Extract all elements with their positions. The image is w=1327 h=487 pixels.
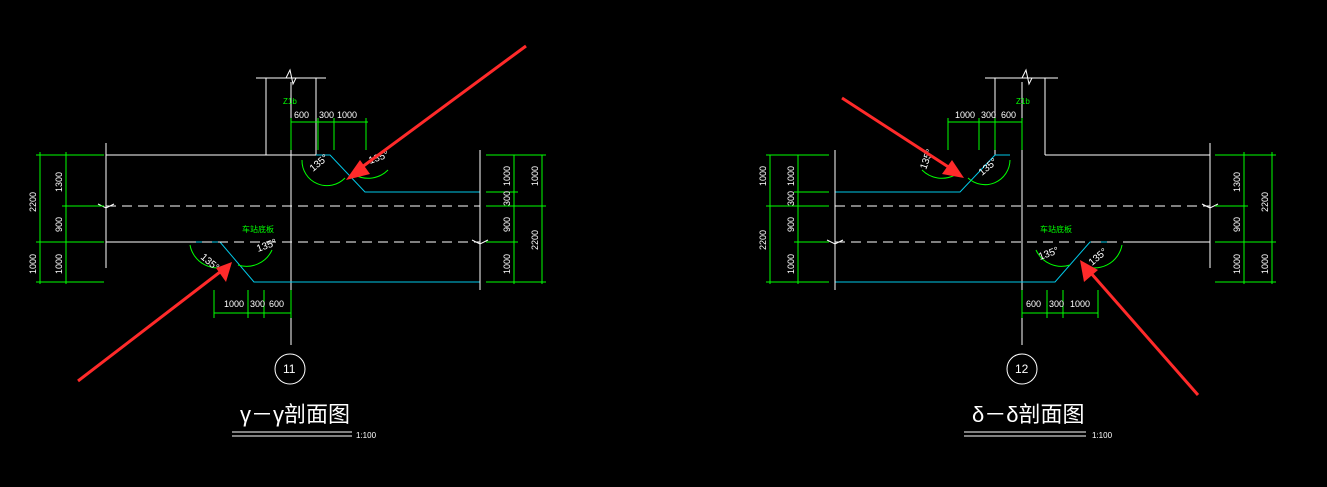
- left-left-dimensions: 2200 1000 1300 900 1000: [28, 152, 104, 284]
- right-slab: 车站底板: [826, 143, 1219, 290]
- right-ldim-inner-3: 900: [786, 217, 796, 232]
- left-top-dim-1: 600: [294, 110, 309, 120]
- right-bottom-dim-1: 600: [1026, 299, 1041, 309]
- right-center-note: 车站底板: [1040, 224, 1072, 234]
- right-bottom-dim-3: 1000: [1070, 299, 1090, 309]
- left-angle-2: 135°: [367, 149, 390, 166]
- right-rdim-inner-3: 1000: [1232, 254, 1242, 274]
- right-top-dim-3: 600: [1001, 110, 1016, 120]
- right-ldim-inner-2: 300: [786, 191, 796, 206]
- right-angle-1: 135°: [918, 148, 935, 171]
- left-dim-inner-2: 900: [54, 217, 64, 232]
- left-title-block: γ－γ剖面图 1:100: [232, 402, 377, 440]
- right-top-dim-2: 300: [981, 110, 996, 120]
- right-rdim-outer-1: 2200: [1260, 192, 1270, 212]
- right-right-dimensions: 2200 1000 1300 900 1000: [1215, 152, 1276, 284]
- left-top-dim-3: 1000: [337, 110, 357, 120]
- left-red-arrows: [77, 44, 527, 383]
- right-rdim-inner-1: 1300: [1232, 172, 1242, 192]
- left-title: γ－γ剖面图: [240, 402, 350, 427]
- right-top-dim-1: 1000: [955, 110, 975, 120]
- right-title: δ－δ剖面图: [972, 402, 1085, 427]
- right-bottom-dim-2: 300: [1049, 299, 1064, 309]
- left-center-note: 车站底板: [242, 224, 274, 234]
- right-rdim-outer-2: 1000: [1260, 254, 1270, 274]
- left-bottom-dim-3: 600: [269, 299, 284, 309]
- right-top-dimensions: 1000 300 600: [947, 110, 1023, 150]
- left-rdim-inner-2: 300: [502, 191, 512, 206]
- left-rdim-outer-1: 1000: [530, 166, 540, 186]
- left-angle-4: 135°: [255, 237, 278, 254]
- left-angle-1: 135°: [308, 153, 331, 175]
- left-rdim-inner-1: 1000: [502, 166, 512, 186]
- right-bottom-dimensions: 600 300 1000: [1021, 290, 1099, 318]
- left-section-drawing: Z1b 车站底板 135° 135° 135° 135°: [28, 44, 546, 440]
- left-top-dim-2: 300: [319, 110, 334, 120]
- right-section-drawing: Z1b 车站底板 135° 135° 135° 135°: [758, 68, 1276, 440]
- right-axis-number: 12: [1015, 362, 1029, 376]
- left-dim-inner-3: 1000: [54, 254, 64, 274]
- right-scale: 1:100: [1092, 431, 1113, 440]
- left-bottom-dim-2: 300: [250, 299, 265, 309]
- left-right-dimensions: 1000 2200 1000 300 900 1000: [486, 154, 546, 284]
- right-ldim-outer-2: 2200: [758, 230, 768, 250]
- right-rdim-inner-2: 900: [1232, 217, 1242, 232]
- right-angle-3: 135°: [1037, 245, 1060, 262]
- left-column-label: Z1b: [283, 97, 297, 106]
- right-ldim-outer-1: 1000: [758, 166, 768, 186]
- left-axis-bubble: 11: [274, 353, 306, 385]
- right-title-block: δ－δ剖面图 1:100: [964, 402, 1113, 440]
- left-axis-number: 11: [283, 362, 296, 376]
- left-rdim-outer-2: 2200: [530, 230, 540, 250]
- right-angle-2: 135°: [977, 157, 1000, 179]
- right-axis-bubble: 12: [1006, 353, 1038, 385]
- left-dim-inner-1: 1300: [54, 172, 64, 192]
- left-dim-outer-1: 2200: [28, 192, 38, 212]
- left-rdim-inner-3: 900: [502, 217, 512, 232]
- left-bottom-dim-1: 1000: [224, 299, 244, 309]
- right-ldim-inner-4: 1000: [786, 254, 796, 274]
- left-slab: 车站底板: [97, 143, 489, 290]
- left-scale: 1:100: [356, 431, 377, 440]
- left-angle-3: 135°: [198, 252, 221, 274]
- right-red-arrows: [841, 96, 1200, 396]
- right-left-dimensions: 1000 2200 1000 300 900 1000: [758, 154, 829, 284]
- left-bottom-dimensions: 1000 300 600: [213, 290, 292, 318]
- left-rdim-inner-4: 1000: [502, 254, 512, 274]
- left-dim-outer-2: 1000: [28, 254, 38, 274]
- right-ldim-inner-1: 1000: [786, 166, 796, 186]
- left-top-dimensions: 600 300 1000: [290, 110, 368, 150]
- right-column-label: Z1b: [1016, 97, 1030, 106]
